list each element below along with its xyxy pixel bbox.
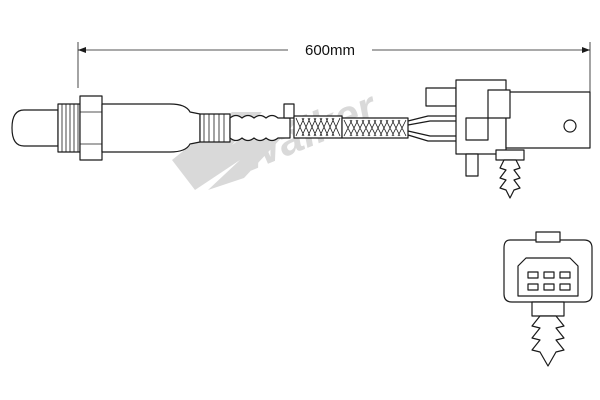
front-clip-base: [531, 301, 565, 317]
connector-front-latch: [535, 231, 561, 243]
connector-pin-1: [527, 271, 539, 279]
crimp-ring: [199, 113, 231, 143]
front-push-clip: [531, 315, 565, 367]
braided-sleeve-2: [341, 117, 409, 139]
connector-clip-base: [495, 149, 525, 161]
connector-pin-6: [559, 283, 571, 291]
dimension-line: 600mm: [77, 42, 591, 118]
grommet: [283, 103, 295, 119]
connector-lower-tab: [465, 153, 479, 177]
connector-pin-2: [543, 271, 555, 279]
connector-pin-5: [543, 283, 555, 291]
push-clip: [499, 159, 521, 199]
connector-pin-3: [559, 271, 571, 279]
connector-side-view: [425, 79, 591, 199]
connector-body: [505, 91, 591, 149]
sensor-tip: [11, 109, 59, 147]
protective-sleeve: [229, 114, 291, 142]
wire-harness: [229, 103, 471, 142]
sensor-thread: [57, 103, 81, 153]
connector-front-view: [503, 231, 593, 367]
connector-mount-hole: [563, 119, 577, 133]
connector-seal: [465, 117, 489, 141]
sensor-shell: [101, 103, 201, 153]
connector-latch: [425, 87, 457, 107]
hex-nut: [79, 95, 103, 161]
connector-lock-tab: [487, 89, 511, 119]
connector-pin-4: [527, 283, 539, 291]
dimension-label: 600mm: [305, 42, 355, 59]
dimension-arrow-right: [582, 47, 590, 53]
oxygen-sensor-body: [11, 95, 231, 161]
dimension-arrow-left: [78, 47, 86, 53]
